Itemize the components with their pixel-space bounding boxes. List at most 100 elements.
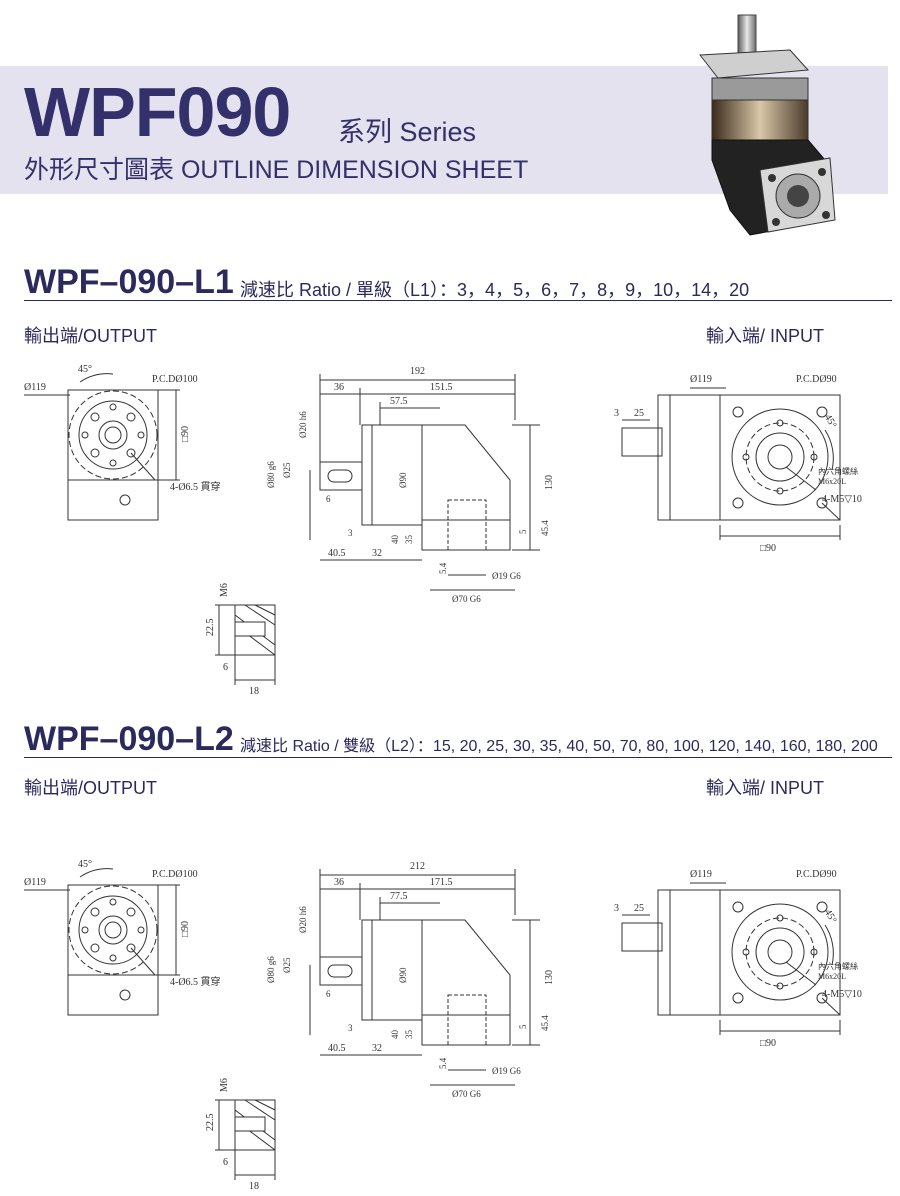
in-d119: Ø119	[690, 869, 712, 880]
dim-54: 5.4	[438, 562, 448, 574]
output-end-view: Ø119 45° P.C.DØ100 □90 4-Ø6.5 貫穿	[24, 859, 221, 1016]
in-pcd: P.C.DØ90	[796, 869, 837, 880]
out-45: 45°	[78, 859, 92, 870]
out-holes: 4-Ø6.5 貫穿	[170, 975, 221, 988]
input-end-view: Ø119 P.C.DØ90 3 25 45° 內六角螺絲 M6x20L □90 …	[614, 869, 862, 1049]
key-18: 18	[249, 686, 259, 697]
dim-40: 40	[390, 535, 400, 545]
side-view: 192 36 151.5 57.5 Ø20 h6 Ø80 g6 Ø25 6 Ø9…	[266, 366, 555, 604]
in-sq90: □90	[760, 543, 776, 554]
section-l2-drawings: Ø119 45° P.C.DØ100 □90 4-Ø6.5 貫穿 M6 22.5…	[0, 855, 900, 1192]
dim-19: Ø19 G6	[492, 571, 521, 581]
keyway-detail: M6 22.5 6 18	[205, 583, 276, 697]
dim-32: 32	[372, 1043, 382, 1054]
section-l2-output-label: 輸出端/OUTPUT	[24, 778, 157, 798]
dim-total: 212	[410, 861, 425, 872]
in-sq90: □90	[760, 1038, 776, 1049]
section-l1-output-label: 輸出端/OUTPUT	[24, 326, 157, 346]
in-25: 25	[634, 903, 644, 914]
in-m5: 4-M5▽10	[822, 494, 862, 505]
keyway-detail: M6 22.5 6 18	[205, 1078, 276, 1192]
output-end-view: Ø119 45° P.C.DØ100 □90 4-Ø6.5 貫穿	[24, 364, 221, 521]
dim-90: Ø90	[398, 967, 408, 983]
key-m6: M6	[219, 583, 230, 597]
dim-90: Ø90	[398, 472, 408, 488]
dim-35: 35	[404, 535, 414, 545]
dim-130: 130	[544, 970, 555, 985]
in-d119: Ø119	[690, 374, 712, 385]
section-l2-model: WPF–090–L2	[24, 720, 234, 758]
dim-3: 3	[348, 1023, 353, 1033]
section-l2-input-label: 輸入端/ INPUT	[706, 778, 825, 798]
dim-pilot: Ø80 g6	[266, 461, 276, 488]
sheet-subtitle: 外形尺寸圖表 OUTLINE DIMENSION SHEET	[24, 156, 529, 184]
dim-b: 171.5	[430, 877, 453, 888]
out-pcd: P.C.DØ100	[152, 869, 198, 880]
dim-405: 40.5	[328, 1043, 346, 1054]
dim-c: 57.5	[390, 396, 408, 407]
out-sq90: □90	[180, 921, 191, 937]
dim-pilot: Ø80 g6	[266, 956, 276, 983]
out-pcd: P.C.DØ100	[152, 374, 198, 385]
dim-3: 3	[348, 528, 353, 538]
dim-total: 192	[410, 366, 425, 377]
dim-454: 45.4	[540, 520, 550, 536]
dim-130: 130	[544, 475, 555, 490]
in-3: 3	[614, 903, 619, 914]
dim-32: 32	[372, 548, 382, 559]
dim-5: 5	[518, 1024, 528, 1029]
series-label: 系列 Series	[338, 117, 477, 147]
gearbox-product-image	[699, 14, 836, 236]
dim-40: 40	[390, 1030, 400, 1040]
in-45: 45°	[822, 908, 839, 926]
key-18: 18	[249, 1181, 259, 1192]
dim-shaft: Ø20 h6	[298, 411, 308, 438]
dim-454: 45.4	[540, 1015, 550, 1031]
section-l1-model: WPF–090–L1	[24, 263, 234, 301]
dim-key-w: 6	[326, 989, 331, 999]
side-view: 212 36 171.5 77.5 Ø20 h6 Ø80 g6 Ø25 6 Ø9…	[266, 861, 555, 1099]
dim-70: Ø70 G6	[452, 594, 481, 604]
in-screw2: M6x20L	[818, 477, 846, 486]
dim-19: Ø19 G6	[492, 1066, 521, 1076]
out-holes: 4-Ø6.5 貫穿	[170, 480, 221, 493]
out-d119: Ø119	[24, 877, 46, 888]
dim-35: 35	[404, 1030, 414, 1040]
section-l1-divider	[24, 300, 892, 301]
key-6: 6	[223, 662, 228, 673]
key-225: 22.5	[205, 619, 216, 637]
key-225: 22.5	[205, 1114, 216, 1132]
dim-54: 5.4	[438, 1057, 448, 1069]
in-screw: 內六角螺絲	[818, 466, 858, 476]
dim-c: 77.5	[390, 891, 408, 902]
dim-70: Ø70 G6	[452, 1089, 481, 1099]
out-sq90: □90	[180, 426, 191, 442]
dim-5: 5	[518, 529, 528, 534]
dim-key: Ø25	[282, 462, 292, 478]
key-6: 6	[223, 1157, 228, 1168]
key-m6: M6	[219, 1078, 230, 1092]
section-l1-ratio: 減速比 Ratio / 單級（L1）：3，4，5，6，7，8，9，10，14，2…	[240, 280, 750, 300]
in-screw2: M6x20L	[818, 972, 846, 981]
out-45: 45°	[78, 364, 92, 375]
in-45: 45°	[822, 413, 839, 431]
section-l1-input-label: 輸入端/ INPUT	[706, 326, 825, 346]
dim-shaft: Ø20 h6	[298, 906, 308, 933]
section-l2-ratio: 減速比 Ratio / 雙級（L2）：15, 20, 25, 30, 35, 4…	[240, 738, 878, 755]
model-title: WPF090	[24, 73, 291, 151]
in-screw: 內六角螺絲	[818, 961, 858, 971]
section-l2-divider	[24, 757, 892, 758]
dim-405: 40.5	[328, 548, 346, 559]
out-d119: Ø119	[24, 382, 46, 393]
in-pcd: P.C.DØ90	[796, 374, 837, 385]
dim-key-w: 6	[326, 494, 331, 504]
in-25: 25	[634, 408, 644, 419]
dim-key: Ø25	[282, 957, 292, 973]
section-l1-drawings: Ø119 45° P.C.DØ100 □90 4-Ø6.5 貫穿 M6 22.5…	[0, 360, 900, 697]
dim-a: 36	[334, 877, 344, 888]
dim-b: 151.5	[430, 382, 453, 393]
in-m5: 4-M5▽10	[822, 989, 862, 1000]
in-3: 3	[614, 408, 619, 419]
input-end-view: Ø119 P.C.DØ90 3 25 45° 內六角螺絲 M6x20L □90 …	[614, 374, 862, 554]
dim-a: 36	[334, 382, 344, 393]
